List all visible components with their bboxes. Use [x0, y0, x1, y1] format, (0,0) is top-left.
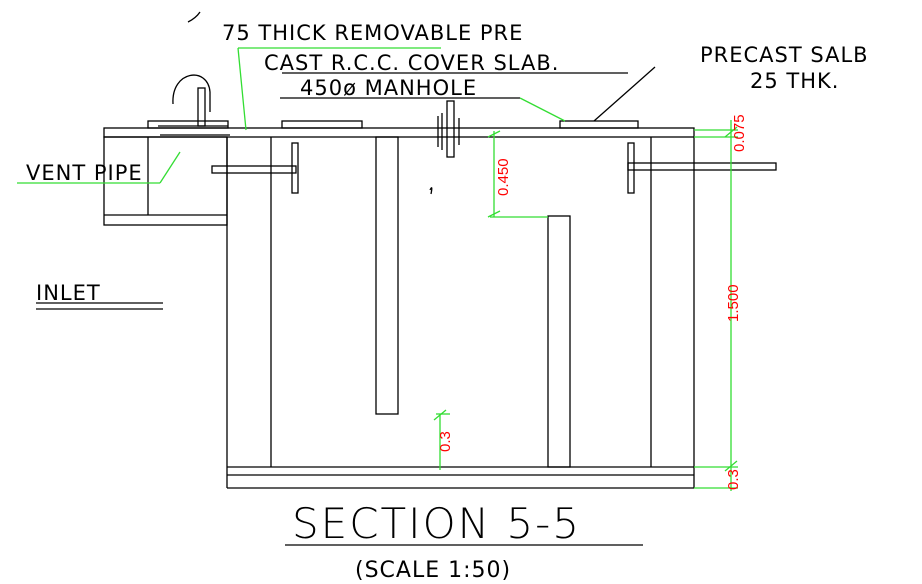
dim-baffle-gap: 0.3 — [437, 431, 454, 452]
precast-note-line2: 25 THK. — [750, 69, 839, 93]
cover-slab-note-line1: 75 THICK REMOVABLE PRE — [222, 21, 523, 45]
annotation-text: 75 THICK REMOVABLE PRE CAST R.C.C. COVER… — [26, 21, 869, 583]
manhole-hook — [446, 100, 455, 158]
scale-label: (SCALE 1:50) — [355, 558, 511, 583]
cover-plate-right — [559, 120, 639, 129]
inlet-label: INLET — [36, 281, 101, 305]
dim-depth: 1.500 — [725, 284, 742, 322]
precast-note-line1: PRECAST SALB — [700, 43, 869, 67]
inlet-pipe — [211, 165, 297, 174]
precast-leader — [593, 66, 656, 122]
dim-base: 0.3 — [725, 469, 742, 490]
section-title: SECTION 5-5 — [292, 499, 581, 548]
outlet-pipe — [627, 162, 777, 171]
baffle-wall-1 — [375, 136, 399, 415]
manhole-note: 450ø MANHOLE — [300, 76, 477, 100]
vent-pipe — [172, 74, 211, 112]
top-slab — [103, 127, 695, 138]
baffle-wall-2 — [547, 215, 571, 468]
cover-slab-note-line2: CAST R.C.C. COVER SLAB. — [264, 51, 559, 75]
tank-structure — [36, 11, 777, 546]
vent-pipe-label: VENT PIPE — [26, 161, 143, 185]
cover-plate-left — [147, 120, 229, 129]
dim-drop: 0.450 — [495, 158, 512, 196]
cover-plate-mid — [281, 120, 363, 129]
dim-top-slab: 0.075 — [731, 114, 748, 152]
leader-lines — [17, 47, 738, 491]
